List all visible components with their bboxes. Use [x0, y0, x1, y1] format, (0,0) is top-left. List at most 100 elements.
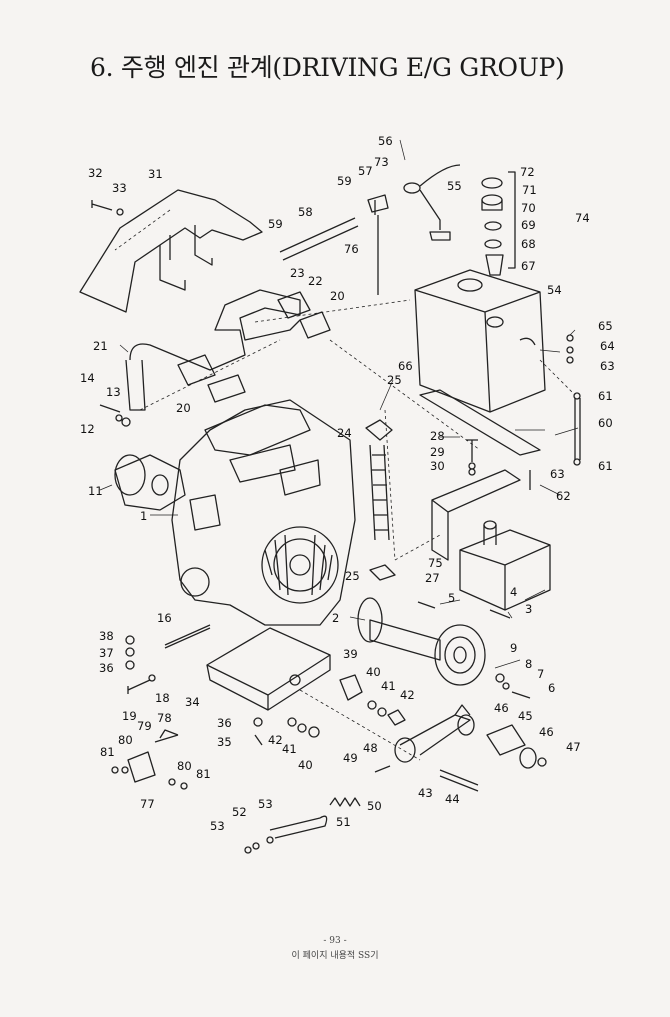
label-64: 64 — [600, 339, 615, 353]
footer-note: 이 페이지 내용적 SS기 — [291, 951, 379, 961]
label-11: 11 — [88, 484, 103, 498]
tank-bracket-plate — [419, 389, 541, 456]
label-78: 78 — [157, 711, 172, 725]
label-42a: 42 — [400, 688, 415, 702]
page-number: - 93 - — [323, 936, 347, 946]
label-80b: 80 — [177, 759, 192, 773]
label-72: 72 — [520, 165, 535, 179]
label-58: 58 — [298, 205, 313, 219]
label-32: 32 — [88, 166, 103, 180]
label-76: 76 — [344, 242, 359, 256]
label-61a: 61 — [598, 389, 613, 403]
label-16: 16 — [157, 611, 172, 625]
label-38: 38 — [99, 629, 114, 643]
label-57: 57 — [358, 164, 373, 178]
label-28: 28 — [430, 429, 445, 443]
label-59b: 59 — [268, 217, 283, 231]
label-51: 51 — [336, 815, 351, 829]
battery-box — [459, 529, 551, 611]
label-25a: 25 — [387, 373, 402, 387]
label-55: 55 — [447, 179, 462, 193]
label-18: 18 — [155, 691, 170, 705]
label-8: 8 — [525, 657, 532, 671]
label-81b: 81 — [196, 767, 211, 781]
label-14: 14 — [80, 371, 95, 385]
label-20a: 20 — [330, 289, 345, 303]
throttle-bracket — [339, 674, 363, 701]
part-labels: 56 73 57 59 55 72 71 70 69 68 67 74 32 3… — [80, 134, 615, 833]
drive-shaft — [369, 619, 441, 661]
label-53b: 53 — [210, 819, 225, 833]
label-2: 2 — [332, 611, 339, 625]
exhaust-pipe — [129, 289, 301, 371]
fuel-tank — [414, 269, 546, 413]
lower-bracket — [127, 751, 156, 783]
label-45: 45 — [518, 709, 533, 723]
label-48: 48 — [363, 741, 378, 755]
label-23: 23 — [290, 266, 305, 280]
label-43: 43 — [418, 786, 433, 800]
label-24: 24 — [337, 426, 352, 440]
label-42b: 42 — [268, 733, 283, 747]
label-12: 12 — [80, 422, 95, 436]
label-6: 6 — [548, 681, 555, 695]
label-13: 13 — [106, 385, 121, 399]
page-title: 6. 주행 엔진 관계(DRIVING E/G GROUP) — [90, 53, 565, 82]
label-5: 5 — [448, 591, 455, 605]
label-73: 73 — [374, 155, 389, 169]
label-19: 19 — [122, 709, 137, 723]
label-67: 67 — [521, 259, 536, 273]
label-49: 49 — [343, 751, 358, 765]
label-40b: 40 — [298, 758, 313, 772]
label-29: 29 — [430, 445, 445, 459]
label-62: 62 — [556, 489, 571, 503]
roller — [486, 724, 526, 756]
label-41b: 41 — [282, 742, 297, 756]
label-1: 1 — [140, 509, 147, 523]
label-74: 74 — [575, 211, 590, 225]
label-68: 68 — [521, 237, 536, 251]
label-61b: 61 — [598, 459, 613, 473]
label-40a: 40 — [366, 665, 381, 679]
label-66: 66 — [398, 359, 413, 373]
label-46a: 46 — [494, 701, 509, 715]
label-22: 22 — [308, 274, 323, 288]
label-70: 70 — [521, 201, 536, 215]
label-25b: 25 — [345, 569, 360, 583]
label-9: 9 — [510, 641, 517, 655]
label-81a: 81 — [100, 745, 115, 759]
label-79: 79 — [137, 719, 152, 733]
label-50: 50 — [367, 799, 382, 813]
throttle-rod — [269, 815, 328, 839]
label-7: 7 — [537, 667, 544, 681]
label-34: 34 — [185, 695, 200, 709]
label-71: 71 — [522, 183, 537, 197]
label-63b: 63 — [550, 467, 565, 481]
label-53a: 53 — [258, 797, 273, 811]
battery-bracket — [431, 469, 521, 561]
spring — [329, 797, 361, 807]
engine-base-plate — [206, 627, 331, 696]
label-46b: 46 — [539, 725, 554, 739]
label-77: 77 — [140, 797, 155, 811]
label-36a: 36 — [99, 661, 114, 675]
label-31: 31 — [148, 167, 163, 181]
label-44: 44 — [445, 792, 460, 806]
label-21: 21 — [93, 339, 108, 353]
label-35: 35 — [217, 735, 232, 749]
label-56: 56 — [378, 134, 393, 148]
recoil-starter — [114, 454, 186, 511]
label-27: 27 — [425, 571, 440, 585]
flexible-fuel-hose — [369, 444, 390, 541]
label-39: 39 — [343, 647, 358, 661]
label-33: 33 — [112, 181, 127, 195]
label-47: 47 — [566, 740, 581, 754]
label-65: 65 — [598, 319, 613, 333]
label-80a: 80 — [118, 733, 133, 747]
label-41a: 41 — [381, 679, 396, 693]
fuel-hose — [279, 217, 359, 261]
label-36b: 36 — [217, 716, 232, 730]
label-69: 69 — [521, 218, 536, 232]
belt-cover — [79, 189, 263, 313]
